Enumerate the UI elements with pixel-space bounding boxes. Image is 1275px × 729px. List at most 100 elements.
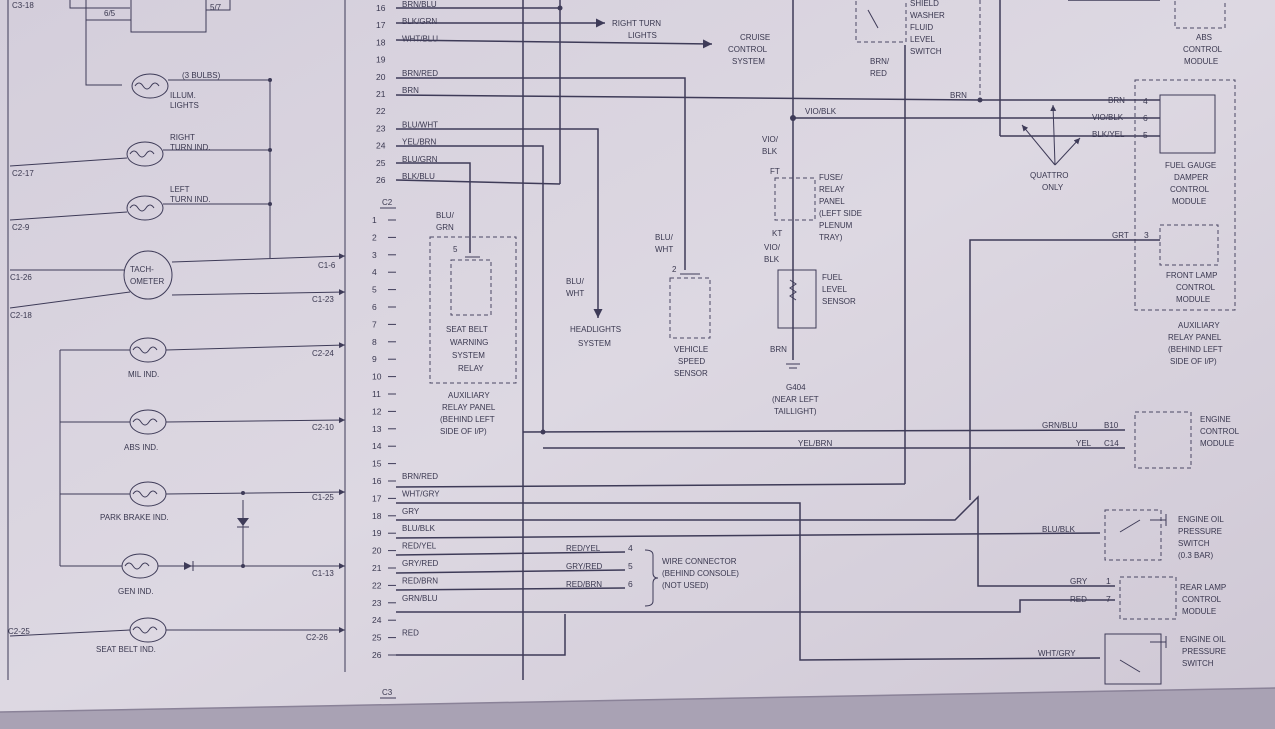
svg-text:PRESSURE: PRESSURE	[1178, 527, 1222, 536]
c3-pin-number: 23	[372, 598, 382, 608]
c2-pin-number: 25	[376, 158, 386, 168]
c3-wire-label: RED/YEL	[402, 542, 437, 551]
svg-text:RED/YEL: RED/YEL	[566, 544, 601, 553]
clip-pin-65: 6/5	[104, 9, 116, 18]
seat-belt-indicator: SEAT BELT IND. C2-25 C2-26	[8, 617, 345, 654]
svg-text:PLENUM: PLENUM	[819, 221, 853, 230]
svg-text:MODULE: MODULE	[1182, 607, 1216, 616]
c2-pin-number: 22	[376, 106, 386, 116]
seat-belt-relay: BLU/ GRN 5 SEAT BELT WARNING SYSTEM RELA…	[429, 211, 517, 384]
c3-pin-number: 17	[372, 493, 382, 503]
c3-wire-label: GRN/BLU	[402, 594, 438, 603]
svg-text:BRN: BRN	[950, 91, 967, 100]
svg-text:LIGHTS: LIGHTS	[628, 31, 657, 40]
c3-wire-label: GRY	[402, 507, 420, 516]
c2-wire-label: BLK/BLU	[402, 172, 435, 181]
svg-text:FUSE/: FUSE/	[819, 173, 843, 182]
svg-text:SEAT BELT IND.: SEAT BELT IND.	[96, 645, 156, 654]
svg-text:SIDE OF I/P): SIDE OF I/P)	[1170, 357, 1217, 366]
svg-text:(NOT USED): (NOT USED)	[662, 581, 709, 590]
svg-text:QUATTRO: QUATTRO	[1030, 171, 1069, 180]
svg-text:MODULE: MODULE	[1184, 57, 1218, 66]
svg-text:GRN/BLU: GRN/BLU	[1042, 421, 1078, 430]
wire-connector: RED/YEL GRY/RED RED/BRN 4 5 6 WIRE CONNE…	[566, 543, 739, 607]
svg-text:4: 4	[628, 543, 633, 553]
park-brake-indicator: PARK BRAKE IND. C1-25	[60, 481, 346, 528]
svg-text:C2-18: C2-18	[10, 311, 32, 320]
svg-text:CRUISE: CRUISE	[740, 33, 770, 42]
c2-pin-number: 21	[376, 89, 386, 99]
washer-fluid-switch: SHIELD WASHER FLUID LEVEL SWITCH BRN/ RE…	[855, 0, 945, 78]
svg-text:C2-25: C2-25	[8, 627, 30, 636]
c3-pin-number: 14	[372, 441, 382, 451]
svg-text:C2-24: C2-24	[312, 349, 334, 358]
svg-text:MIL IND.: MIL IND.	[128, 370, 159, 379]
svg-text:RELAY PANEL: RELAY PANEL	[442, 403, 496, 412]
c2-pin-number: 19	[376, 55, 386, 65]
svg-text:WHT: WHT	[566, 289, 584, 298]
svg-text:BLK/YEL: BLK/YEL	[1092, 130, 1125, 139]
c2-wire-label: YEL/BRN	[402, 138, 436, 147]
abs-control-module: ABS CONTROL MODULE	[1174, 0, 1226, 66]
c3-wire-label: GRY/RED	[402, 559, 439, 568]
svg-text:GRN: GRN	[436, 223, 454, 232]
svg-text:SYSTEM: SYSTEM	[732, 57, 765, 66]
svg-text:SYSTEM: SYSTEM	[578, 339, 611, 348]
c3-pin-number: 5	[372, 285, 377, 295]
svg-text:PARK BRAKE IND.: PARK BRAKE IND.	[100, 513, 169, 522]
mil-indicator: MIL IND. C2-24	[60, 337, 346, 379]
svg-text:(NEAR LEFT: (NEAR LEFT	[772, 395, 819, 404]
c3-pin-number: 15	[372, 459, 382, 469]
c3-pin-number: 19	[372, 528, 382, 538]
svg-text:VIO/BLK: VIO/BLK	[1092, 113, 1124, 122]
c3-pin-number: 4	[372, 267, 377, 277]
svg-text:6: 6	[1143, 113, 1148, 123]
svg-text:SYSTEM: SYSTEM	[452, 351, 485, 360]
svg-text:AUXILIARY: AUXILIARY	[448, 391, 490, 400]
svg-text:MODULE: MODULE	[1200, 439, 1234, 448]
svg-text:RIGHT: RIGHT	[170, 133, 195, 142]
svg-text:SHIELD: SHIELD	[910, 0, 939, 8]
svg-text:VIO/BLK: VIO/BLK	[805, 107, 837, 116]
clip-label: C3-18	[12, 1, 34, 10]
svg-text:(BEHIND CONSOLE): (BEHIND CONSOLE)	[662, 569, 739, 578]
svg-text:TURN IND.: TURN IND.	[170, 195, 210, 204]
svg-text:(0.3 BAR): (0.3 BAR)	[1178, 551, 1213, 560]
abs-indicator: ABS IND. C2-10	[60, 409, 346, 452]
svg-text:ILLUM.: ILLUM.	[170, 91, 196, 100]
svg-text:C2-9: C2-9	[12, 223, 30, 232]
svg-text:WIRE CONNECTOR: WIRE CONNECTOR	[662, 557, 737, 566]
svg-text:FUEL: FUEL	[822, 273, 843, 282]
svg-text:RELAY: RELAY	[458, 364, 484, 373]
svg-text:C1-23: C1-23	[312, 295, 334, 304]
svg-text:C14: C14	[1104, 439, 1119, 448]
svg-text:WHT/GRY: WHT/GRY	[1038, 649, 1076, 658]
c3-pin-number: 18	[372, 511, 382, 521]
svg-text:C1-25: C1-25	[312, 493, 334, 502]
svg-text:(BEHIND LEFT: (BEHIND LEFT	[440, 415, 495, 424]
svg-text:REAR LAMP: REAR LAMP	[1180, 583, 1226, 592]
svg-text:BLU/BLK: BLU/BLK	[1042, 525, 1076, 534]
svg-text:GRY: GRY	[1070, 577, 1088, 586]
c2-pin-number: 24	[376, 141, 386, 151]
c2-wire-label: BRN/BLU	[402, 0, 437, 9]
svg-text:SWITCH: SWITCH	[910, 47, 942, 56]
c3-pin-number: 21	[372, 563, 382, 573]
c2-wire-label: BLK/GRN	[402, 17, 437, 26]
vehicle-speed-sensor: BLU/ WHT 2 VEHICLE SPEED SENSOR	[655, 233, 711, 378]
left-turn-indicator: LEFT TURN IND. C2-9	[9, 185, 272, 232]
svg-text:SENSOR: SENSOR	[674, 369, 708, 378]
svg-text:PRESSURE: PRESSURE	[1182, 647, 1226, 656]
aux-relay-panel-box	[1134, 79, 1236, 311]
ground-g404: BRN G404 (NEAR LEFT TAILLIGHT)	[770, 345, 819, 416]
c3-wire-label: RED/BRN	[402, 576, 438, 585]
svg-text:BRN: BRN	[770, 345, 787, 354]
c3-pin-number: 9	[372, 354, 377, 364]
svg-text:BRN/: BRN/	[870, 57, 890, 66]
svg-text:VIO/: VIO/	[764, 243, 781, 252]
svg-text:BLK: BLK	[764, 255, 780, 264]
svg-text:ENGINE OIL: ENGINE OIL	[1180, 635, 1226, 644]
c3-pin-number: 11	[372, 389, 381, 399]
svg-text:PANEL: PANEL	[819, 197, 845, 206]
svg-text:ENGINE OIL: ENGINE OIL	[1178, 515, 1224, 524]
